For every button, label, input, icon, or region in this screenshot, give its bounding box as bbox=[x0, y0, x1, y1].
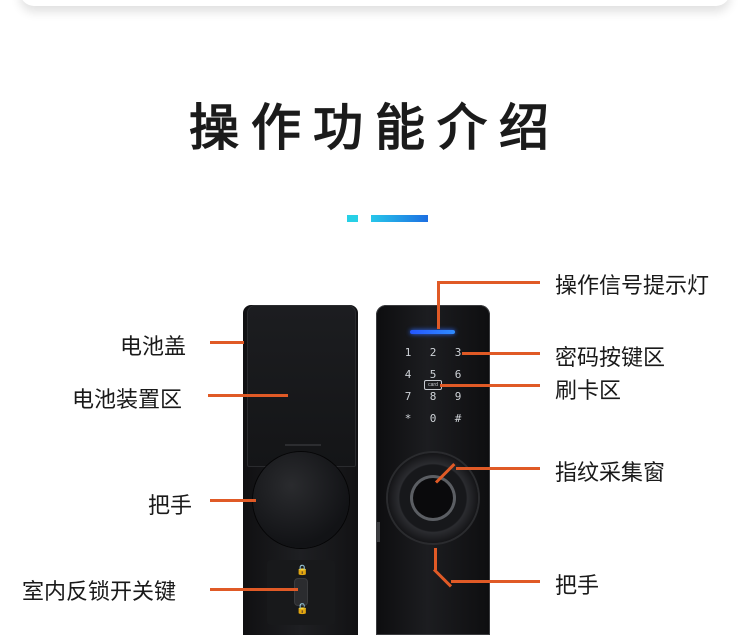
leader-indicator-v bbox=[437, 281, 440, 329]
keypad-key: 9 bbox=[454, 390, 462, 403]
unlock-icon: 🔓 bbox=[296, 604, 309, 615]
leader-battery-area bbox=[208, 394, 288, 397]
keypad-key: 2 bbox=[429, 346, 437, 359]
leader-card-area bbox=[440, 384, 540, 387]
lock-switch-toggle bbox=[294, 578, 308, 606]
page-title: 操作功能介绍 bbox=[189, 100, 561, 156]
battery-cover-slot bbox=[285, 444, 321, 446]
top-card-shadow bbox=[20, 0, 730, 6]
leader-lock-switch bbox=[210, 588, 298, 591]
label-battery-area: 电池装置区 bbox=[72, 387, 183, 412]
keypad-key: 5 bbox=[429, 368, 437, 381]
back-handle-knob bbox=[253, 452, 349, 548]
keypad-key: 7 bbox=[404, 390, 412, 403]
lock-icon: 🔒 bbox=[296, 565, 309, 576]
keypad-key: * bbox=[404, 412, 412, 425]
leader-fingerprint-h bbox=[456, 467, 540, 470]
label-battery-cover: 电池盖 bbox=[120, 334, 187, 359]
fingerprint-sensor bbox=[413, 478, 453, 518]
leader-handle-right-h bbox=[451, 580, 540, 583]
label-handle-left: 把手 bbox=[148, 493, 193, 518]
leader-battery-cover bbox=[210, 341, 244, 344]
keypad-key: 4 bbox=[404, 368, 412, 381]
label-card-area: 刷卡区 bbox=[555, 378, 622, 403]
label-lock-switch: 室内反锁开关键 bbox=[22, 579, 177, 604]
label-indicator: 操作信号提示灯 bbox=[555, 273, 710, 298]
label-handle-right: 把手 bbox=[555, 573, 600, 598]
label-fingerprint: 指纹采集窗 bbox=[555, 460, 666, 485]
leader-handle-left bbox=[210, 499, 256, 502]
keypad-key: # bbox=[454, 412, 462, 425]
keypad-key: 0 bbox=[429, 412, 437, 425]
keypad-key: 1 bbox=[404, 346, 412, 359]
leader-indicator-h bbox=[437, 281, 540, 284]
front-side-notch bbox=[377, 522, 380, 542]
title-accent-bar bbox=[371, 215, 428, 222]
battery-cover bbox=[247, 305, 356, 467]
keypad-key: 6 bbox=[454, 368, 462, 381]
title-accent-small bbox=[347, 215, 358, 222]
label-keypad: 密码按键区 bbox=[555, 345, 666, 370]
keypad-key: 3 bbox=[454, 346, 462, 359]
leader-handle-right-v bbox=[434, 548, 437, 570]
signal-indicator-light bbox=[410, 330, 455, 334]
keypad-key: 8 bbox=[429, 390, 437, 403]
leader-keypad bbox=[462, 352, 540, 355]
